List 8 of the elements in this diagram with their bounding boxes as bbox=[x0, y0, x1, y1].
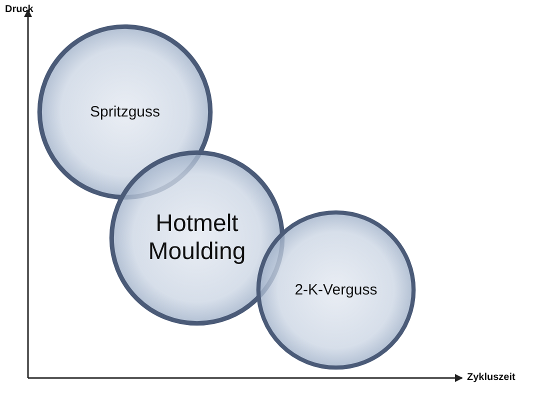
circle-label: Hotmelt Moulding bbox=[147, 210, 247, 266]
circle bbox=[109, 150, 285, 326]
circle bbox=[256, 210, 416, 370]
axis-label: Druck bbox=[5, 4, 34, 15]
circle bbox=[37, 24, 213, 200]
circle-label: Spritzguss bbox=[88, 104, 162, 120]
circle-label: 2-K-Verguss bbox=[294, 282, 378, 298]
axis-label: Zykluszeit bbox=[467, 372, 516, 383]
